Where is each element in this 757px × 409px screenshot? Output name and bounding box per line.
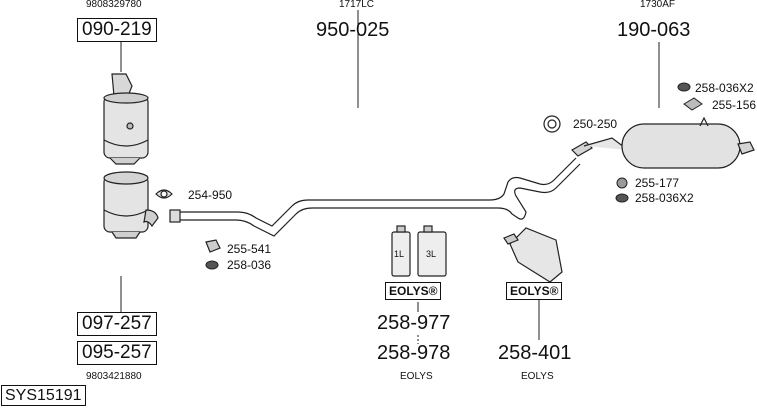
additive-bottle-1l-icon [391, 225, 411, 277]
part-ref-190-063[interactable]: 190-063 [617, 19, 691, 41]
accessory-ref-258-036x2-top[interactable]: 258-036X2 [695, 81, 754, 95]
part-ref-095-257[interactable]: 095-257 [77, 341, 157, 365]
catalytic-converter-icon [103, 73, 149, 165]
bracket-255-156-icon [683, 97, 703, 111]
accessory-ref-254-950[interactable]: 254-950 [188, 188, 233, 202]
part-ref-258-978[interactable]: 258-978 [377, 342, 451, 364]
accessory-ref-258-036x2-bottom[interactable]: 258-036X2 [635, 191, 694, 205]
particulate-filter-icon [103, 171, 159, 239]
part-code-label: 9808329780 [86, 0, 142, 10]
system-id-badge: SYS15191 [1, 385, 86, 406]
part-code-label: 9803421880 [86, 371, 142, 382]
rubber-258-036x2-top-icon [677, 82, 691, 92]
accessory-ref-258-036[interactable]: 258-036 [227, 258, 272, 272]
accessory-ref-250-250[interactable]: 250-250 [573, 117, 618, 131]
part-ref-950-025[interactable]: 950-025 [316, 19, 390, 41]
part-ref-258-977[interactable]: 258-977 [377, 312, 451, 334]
accessory-ref-255-156[interactable]: 255-156 [712, 98, 757, 112]
accessory-ref-255-541[interactable]: 255-541 [227, 242, 272, 256]
additive-pouch-icon [503, 227, 563, 283]
part-ref-090-219[interactable]: 090-219 [77, 18, 157, 42]
rear-silencer-icon [571, 116, 755, 169]
bracket-255-177-icon [616, 177, 628, 189]
part-code-label: 1730AF [640, 0, 676, 10]
bottle-volume-label: 3L [426, 249, 437, 259]
middle-pipe-icon [169, 157, 581, 237]
eolys-badge: EOLYS® [506, 282, 563, 300]
gasket-255-541-icon [205, 239, 221, 253]
rubber-258-036x2-bottom-icon [615, 193, 629, 203]
clamp-254-950-icon [155, 189, 173, 199]
eolys-badge: EOLYS® [385, 282, 442, 300]
part-ref-097-257[interactable]: 097-257 [77, 312, 157, 336]
accessory-ref-255-177[interactable]: 255-177 [635, 176, 680, 190]
rubber-258-036-icon [205, 260, 219, 270]
part-ref-258-401[interactable]: 258-401 [498, 342, 572, 364]
eolys-caption: EOLYS [400, 371, 433, 382]
bottle-volume-label: 1L [394, 249, 405, 259]
clamp-250-250-icon [543, 115, 561, 133]
part-code-label: 1717LC [339, 0, 375, 10]
additive-bottle-3l-icon [417, 225, 447, 277]
eolys-caption: EOLYS [521, 371, 554, 382]
